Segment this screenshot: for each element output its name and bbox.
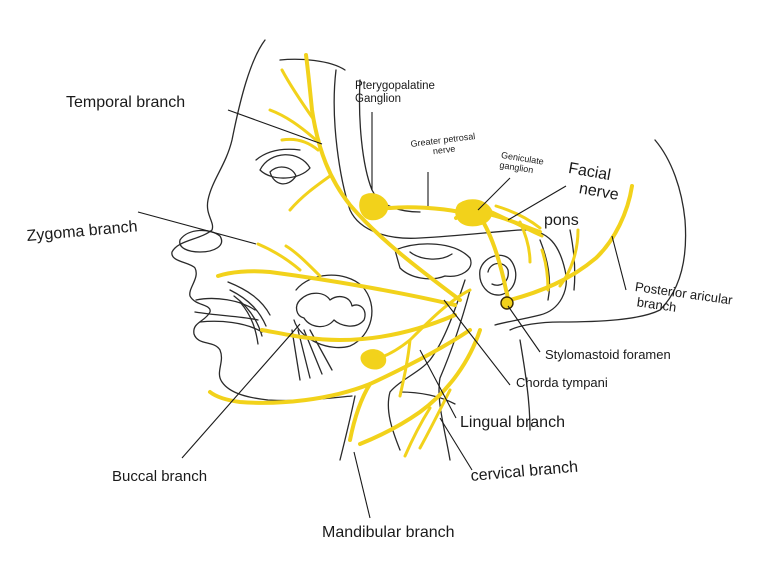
mandibular-branch-label: Mandibular branch — [322, 524, 455, 542]
eye-outline — [260, 155, 310, 178]
mandibular-leader — [354, 452, 370, 518]
stylomastoid-foramen-label: Stylomastoid foramen — [545, 348, 671, 363]
pterygopalatine-label-line1: Pterygopalatine — [355, 80, 435, 93]
chorda-tympani-path — [372, 290, 470, 360]
stylomastoid-foramen-marker — [501, 297, 513, 309]
teeth-outline — [297, 293, 366, 326]
lingual-branch-label: Lingual branch — [460, 414, 565, 432]
geniculate-leader — [478, 178, 510, 210]
temporal-twig-4 — [290, 176, 330, 210]
posterior-auricular-leader — [612, 236, 626, 290]
zygoma-twig-1 — [258, 244, 300, 270]
buccal-leader — [182, 324, 300, 458]
buccal-branch-path — [262, 315, 455, 340]
facial-nerve-descending — [478, 214, 508, 302]
buccinator-fiber-2 — [230, 290, 266, 326]
temporal-branch-label: Temporal branch — [66, 94, 185, 112]
petrous-outline — [395, 244, 471, 279]
pterygopalatine-ganglion-label: Pterygopalatine Ganglion — [355, 80, 435, 106]
pterygopalatine-label-line2: Ganglion — [355, 93, 435, 106]
pterygopalatine-ganglion-mark — [359, 193, 388, 220]
pons-label: pons — [544, 212, 579, 230]
facial-nerve-paths — [210, 55, 632, 456]
mandibular-descending — [350, 384, 370, 440]
chorda-tympani-label: Chorda tympani — [516, 376, 608, 391]
zygoma-leader — [138, 212, 256, 244]
zygoma-twig-2 — [286, 246, 320, 276]
face-profile-line — [172, 40, 352, 401]
petrous-inner — [410, 252, 452, 259]
buccal-branch-label: Buccal branch — [112, 468, 207, 485]
posterior-auricular-twig-2 — [542, 250, 548, 290]
forehead-line — [280, 59, 345, 70]
eye-iris — [270, 167, 296, 184]
mentalis-fiber-4 — [310, 330, 332, 370]
zygoma-branch-path — [218, 271, 455, 305]
temporal-leader — [228, 110, 322, 144]
geniculate-ganglion-mark — [455, 199, 492, 226]
eyebrow-line — [256, 149, 300, 160]
